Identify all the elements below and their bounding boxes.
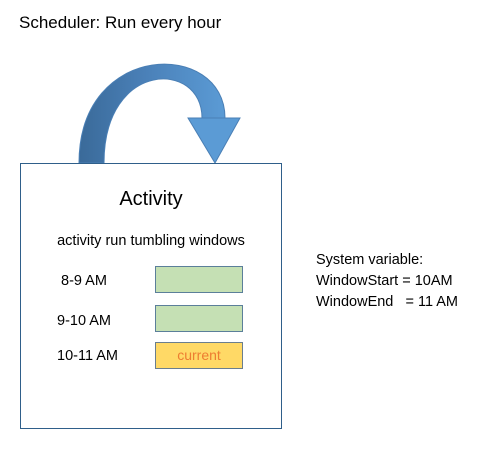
activity-title: Activity <box>119 188 183 210</box>
scheduler-label: Scheduler: Run every hour <box>19 13 222 32</box>
window-start-value: WindowStart = 10AM <box>316 273 453 289</box>
activity-subtitle: activity run tumbling windows <box>57 233 245 249</box>
window-cell-current: current <box>155 342 243 369</box>
window-end-value: WindowEnd = 11 AM <box>316 294 458 310</box>
window-label-1: 8-9 AM <box>61 273 107 289</box>
window-cell-1 <box>155 266 243 293</box>
arrow-head <box>187 117 241 164</box>
window-label-3: 10-11 AM <box>57 348 118 364</box>
system-variable-header: System variable: <box>316 252 424 268</box>
arrow-arc <box>78 63 226 164</box>
activity-box: Activity activity run tumbling windows 8… <box>20 163 282 429</box>
window-cell-2 <box>155 305 243 332</box>
window-label-2: 9-10 AM <box>57 313 111 329</box>
